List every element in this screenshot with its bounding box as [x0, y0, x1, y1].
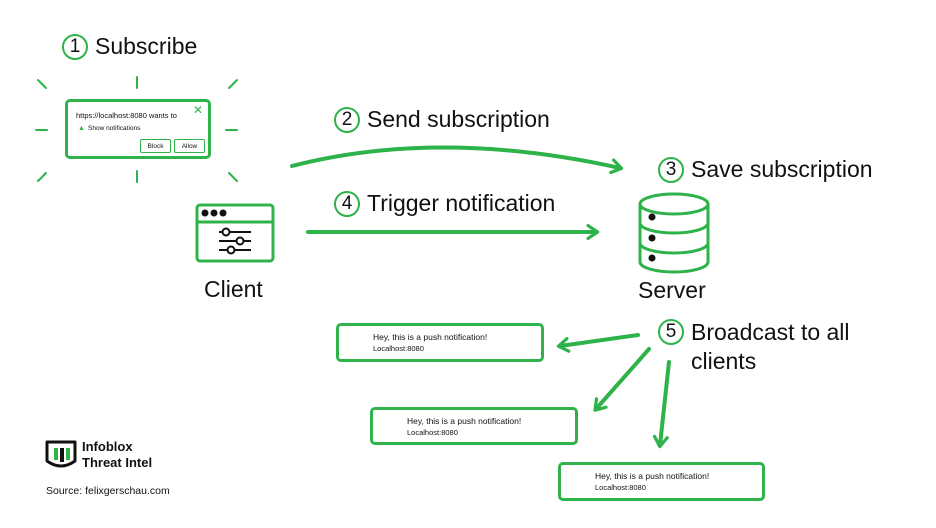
brand-line-2: Threat Intel	[82, 455, 153, 470]
block-button[interactable]: Block	[140, 139, 171, 153]
push-notification[interactable]: Hey, this is a push notification! Localh…	[336, 323, 544, 362]
close-icon[interactable]: ✕	[192, 103, 203, 117]
step-label: Broadcast to all clients	[691, 319, 850, 374]
bell-icon: ▲	[78, 125, 85, 132]
step-label: Save subscription	[691, 156, 873, 182]
step-send-subscription: 2 Send subscription	[334, 106, 550, 133]
push-notification[interactable]: Hey, this is a push notification! Localh…	[558, 462, 765, 501]
client-label: Client	[204, 276, 263, 302]
notification-subtitle: Localhost:8080	[373, 344, 424, 353]
attention-rays	[35, 76, 238, 183]
notification-title: Hey, this is a push notification!	[373, 332, 488, 342]
arrow-broadcast-2	[593, 347, 651, 412]
popup-url-text: https://localhost:8080 wants to	[76, 111, 177, 120]
permission-popup: https://localhost:8080 wants to ✕ ▲ Show…	[65, 99, 211, 159]
step-trigger-notification: 4 Trigger notification	[334, 190, 555, 217]
source-credit: Source: felixgerschau.com	[46, 485, 170, 497]
arrow-send-subscription	[290, 145, 624, 175]
flow-arrows	[290, 145, 671, 449]
step-label: Send subscription	[367, 106, 550, 132]
step-number: 4	[334, 190, 360, 217]
arrow-broadcast-1	[556, 333, 640, 353]
push-notification[interactable]: Hey, this is a push notification! Localh…	[370, 407, 578, 445]
infoblox-logo-icon	[45, 440, 77, 468]
step-label: Trigger notification	[367, 190, 556, 216]
step-save-subscription: 3 Save subscription	[658, 156, 873, 183]
step-subscribe: 1 Subscribe	[62, 33, 197, 60]
step-broadcast: 5 Broadcast to all clients	[658, 318, 881, 376]
step-number: 1	[62, 33, 88, 60]
arrow-broadcast-3	[652, 360, 671, 449]
client-browser-icon	[195, 203, 275, 263]
step-label: Subscribe	[95, 33, 198, 59]
step-number: 5	[658, 319, 684, 345]
allow-button[interactable]: Allow	[174, 139, 205, 153]
notification-title: Hey, this is a push notification!	[407, 416, 522, 426]
brand-name: Infoblox Threat Intel	[82, 439, 152, 471]
server-database-icon	[638, 192, 710, 274]
server-label: Server	[638, 277, 706, 303]
step-number: 2	[334, 106, 360, 133]
notification-subtitle: Localhost:8080	[407, 428, 458, 437]
notification-subtitle: Localhost:8080	[595, 483, 646, 492]
popup-show-text: Show notifications	[88, 125, 141, 132]
brand-line-1: Infoblox	[82, 439, 133, 454]
notification-title: Hey, this is a push notification!	[595, 471, 710, 481]
step-number: 3	[658, 156, 684, 183]
